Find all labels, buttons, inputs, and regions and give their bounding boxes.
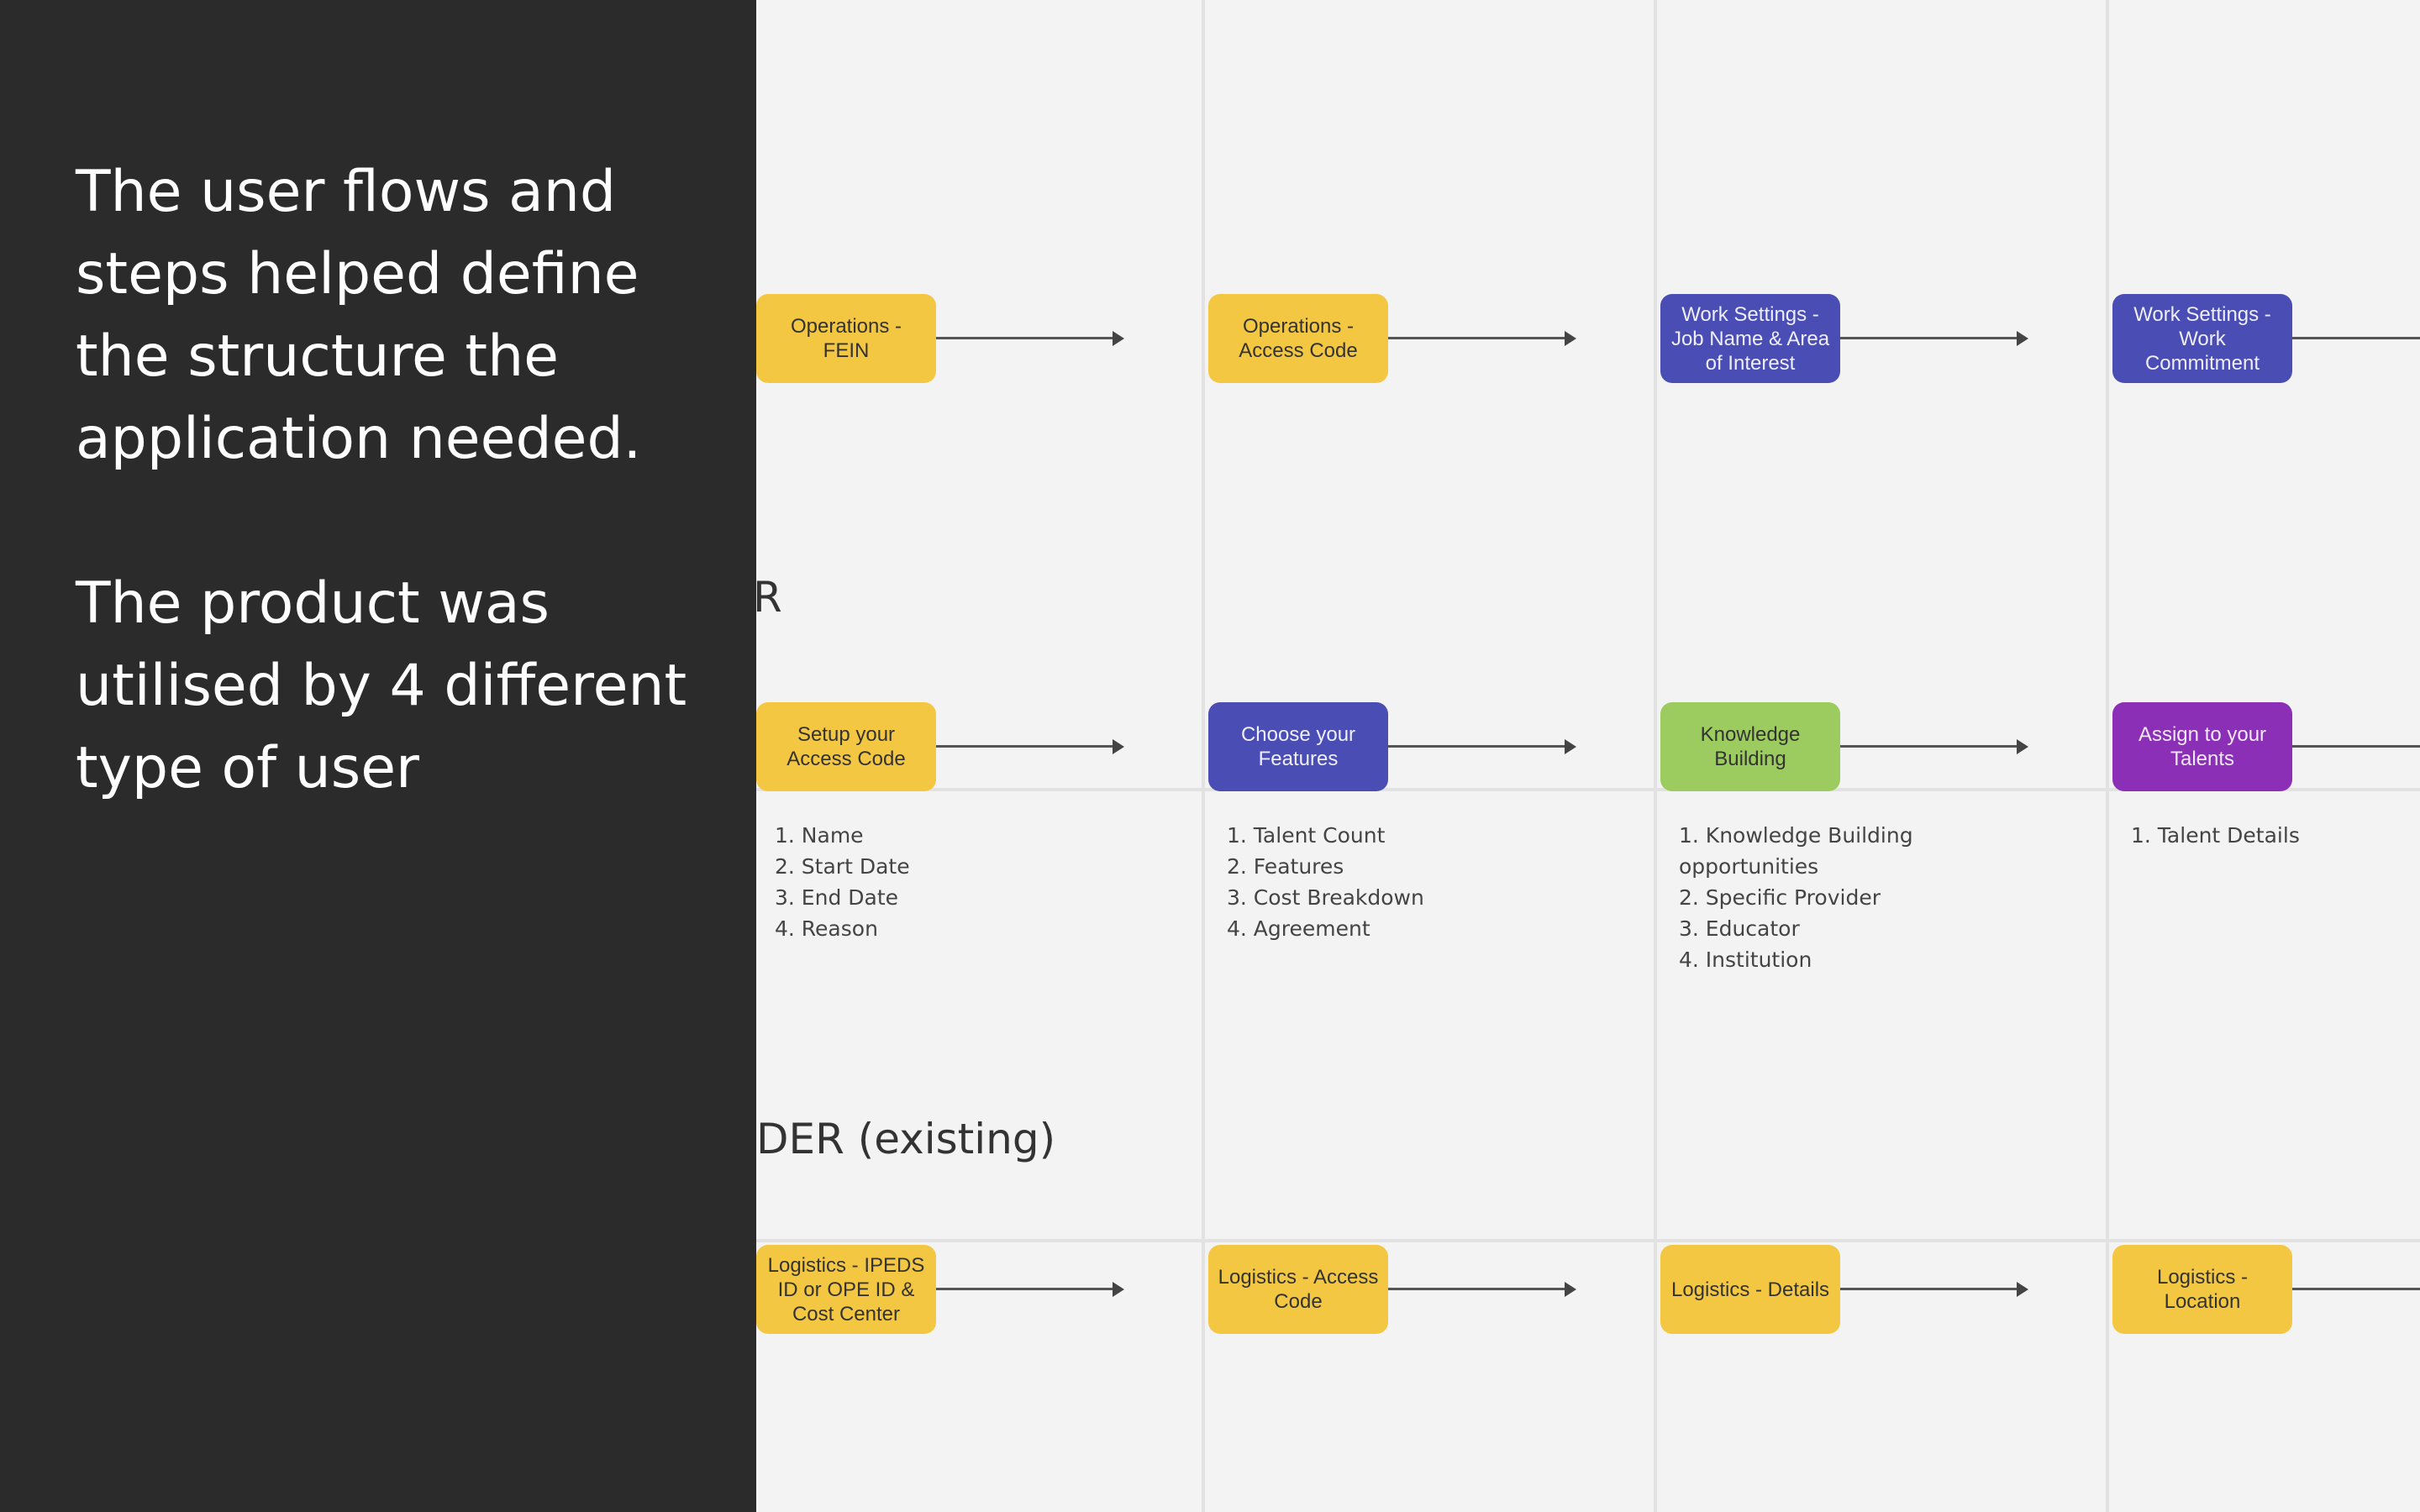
lane-divider	[1654, 0, 1657, 1512]
arrow-head-icon	[1565, 1282, 1576, 1297]
step-item: 1. Talent Count	[1227, 823, 1386, 848]
step-item: 3. End Date	[775, 885, 899, 910]
row-divider	[756, 788, 2420, 791]
step-item: 4. Institution	[1679, 948, 1812, 972]
node-label: Logistics - Details	[1670, 1278, 1830, 1301]
flow-connector	[1840, 745, 2017, 748]
flow-node[interactable]: Operations - FEIN	[756, 294, 936, 383]
flow-connector	[1388, 1288, 1565, 1290]
arrow-head-icon	[1113, 331, 1124, 346]
arrow-head-icon	[2017, 331, 2028, 346]
flow-node[interactable]: Work Settings - Work Commitment	[2112, 294, 2292, 383]
step-item: 2. Features	[1227, 854, 1344, 879]
node-label: Knowledge Building	[1700, 723, 1801, 770]
lane-divider	[1202, 0, 1205, 1512]
step-item: 3. Cost Breakdown	[1227, 885, 1424, 910]
node-label: Assign to your Talents	[2138, 723, 2267, 770]
flow-connector	[1840, 1288, 2017, 1290]
flow-connector	[936, 1288, 1113, 1290]
node-label: Work Settings - Job Name & Area of Inter…	[1670, 302, 1830, 375]
arrow-head-icon	[1565, 331, 1576, 346]
arrow-head-icon	[1565, 739, 1576, 754]
flow-connector	[2292, 337, 2420, 339]
node-label: Setup your Access Code	[786, 723, 906, 770]
node-label: Operations - Access Code	[1239, 315, 1358, 362]
section-label-row2: R	[756, 573, 782, 622]
node-label: Logistics - Access Code	[1218, 1266, 1379, 1313]
step-item: 4. Agreement	[1227, 916, 1370, 941]
arrow-head-icon	[1113, 1282, 1124, 1297]
flow-node[interactable]: Operations - Access Code	[1208, 294, 1388, 383]
node-label: Operations - FEIN	[790, 315, 902, 362]
flow-node[interactable]: Assign to your Talents	[2112, 702, 2292, 791]
flow-node[interactable]: Setup your Access Code	[756, 702, 936, 791]
step-item: 2. Start Date	[775, 854, 910, 879]
flow-connector	[2292, 745, 2420, 748]
step-item: 1. Name	[775, 823, 864, 848]
step-item: 3. Educator	[1679, 916, 1800, 941]
user-types-paragraph: The product was utilised by 4 different …	[76, 570, 687, 801]
flow-diagram-canvas[interactable]: R DER (existing) Operations - FEIN Opera…	[756, 0, 2420, 1512]
step-item: 1. Knowledge Building opportunities	[1679, 823, 1913, 879]
flow-node[interactable]: Logistics - Details	[1660, 1245, 1840, 1334]
step-item: 1. Talent Details	[2131, 823, 2300, 848]
flow-node[interactable]: Knowledge Building	[1660, 702, 1840, 791]
flow-connector	[936, 337, 1113, 339]
row-divider	[756, 1239, 2420, 1242]
steps-list: 1. Talent Count 2. Features 3. Cost Brea…	[1227, 820, 1424, 944]
arrow-head-icon	[1113, 739, 1124, 754]
node-label: Logistics - IPEDS ID or OPE ID & Cost Ce…	[767, 1253, 925, 1326]
flow-connector	[1840, 337, 2017, 339]
flow-node[interactable]: Choose your Features	[1208, 702, 1388, 791]
flow-connector	[936, 745, 1113, 748]
flow-node[interactable]: Work Settings - Job Name & Area of Inter…	[1660, 294, 1840, 383]
steps-list: 1. Knowledge Building opportunities 2. S…	[1679, 820, 1913, 975]
steps-list: 1. Talent Details	[2131, 820, 2300, 851]
flow-node[interactable]: Logistics - Access Code	[1208, 1245, 1388, 1334]
arrow-head-icon	[2017, 1282, 2028, 1297]
node-label: Logistics - Location	[2156, 1266, 2249, 1313]
section-label-row3: DER (existing)	[756, 1115, 1056, 1163]
sidebar-panel: The user flows and steps helped define t…	[0, 0, 756, 1512]
steps-list: 1. Name 2. Start Date 3. End Date 4. Rea…	[775, 820, 910, 944]
step-item: 4. Reason	[775, 916, 878, 941]
flow-connector	[1388, 337, 1565, 339]
flow-connector	[2292, 1288, 2420, 1290]
step-item: 2. Specific Provider	[1679, 885, 1881, 910]
node-label: Work Settings - Work Commitment	[2133, 302, 2271, 375]
flow-node[interactable]: Logistics - Location	[2112, 1245, 2292, 1334]
flow-node[interactable]: Logistics - IPEDS ID or OPE ID & Cost Ce…	[756, 1245, 936, 1334]
flow-connector	[1388, 745, 1565, 748]
lane-divider	[2106, 0, 2109, 1512]
node-label: Choose your Features	[1240, 723, 1356, 770]
arrow-head-icon	[2017, 739, 2028, 754]
intro-paragraph: The user flows and steps helped define t…	[76, 159, 642, 472]
